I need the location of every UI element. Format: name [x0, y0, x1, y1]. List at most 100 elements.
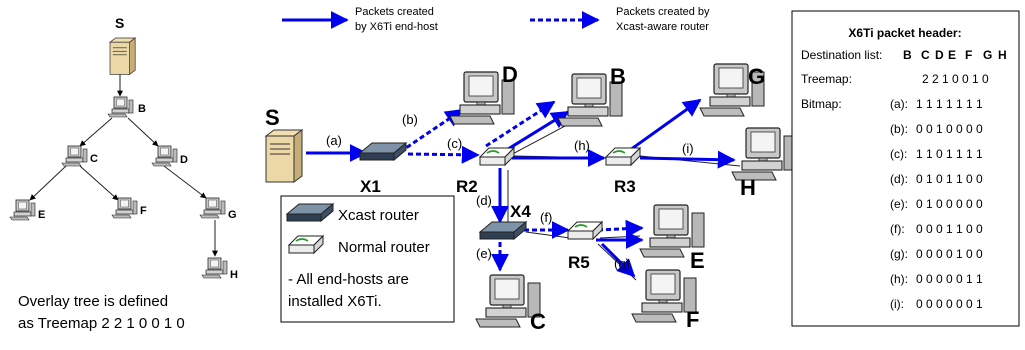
header-panel-box [791, 10, 1020, 327]
router-r5-icon [567, 221, 603, 240]
host-h-label: H [740, 175, 756, 200]
router-x1-icon [359, 142, 407, 161]
bitmap-label: Bitmap: [801, 97, 842, 111]
legend-note-line-1: - All end-hosts are [288, 271, 409, 288]
link-r2-b-dotted [485, 100, 556, 148]
tree-node-s-label: S [115, 15, 124, 31]
router-r3-icon [605, 147, 641, 166]
bitmap-row-label: (g): [890, 247, 908, 261]
bitmap-row-label: (d): [890, 172, 908, 186]
tree-node-e-label: E [38, 209, 45, 221]
host-h-pc-icon [731, 127, 797, 181]
router-r2-icon [479, 147, 515, 166]
router-legend: Xcast router Normal router - All end-hos… [280, 195, 455, 323]
tree-node-f-label: F [140, 205, 147, 217]
tree-node-d-label: D [180, 154, 188, 166]
solid-legend-label-2: by X6Ti end-host [355, 21, 438, 33]
dest-list-label: Destination list: [801, 48, 882, 62]
link-label-i: (i) [682, 141, 694, 156]
bitmap-row-label: (f): [890, 222, 905, 236]
link-b [399, 108, 464, 154]
bitmap-row-bits: 0 0 0 0 0 0 1 [916, 297, 983, 311]
bitmap-row-label: (h): [890, 272, 908, 286]
bitmap-rows: (a): 1 1 1 1 1 1 1 (b): 0 0 1 0 0 0 0 (c… [890, 97, 983, 311]
link-c [407, 145, 480, 164]
tree-pc-b-icon [107, 96, 134, 118]
host-d-label: D [502, 62, 518, 87]
link-label-d: (d) [476, 193, 492, 208]
link-r3-g [629, 98, 702, 152]
link-r5-e-dotted [597, 219, 644, 238]
router-r2-label: R2 [456, 177, 478, 196]
tree-node-h-label: H [230, 269, 238, 281]
overlay-tree-nodes: S B C D E F G H Overlay tree is defined … [9, 15, 238, 332]
link-i [639, 150, 736, 169]
bitmap-row-label: (i): [890, 297, 904, 311]
tree-node-b-label: B [138, 103, 146, 115]
router-x4-icon [479, 221, 527, 240]
bitmap-row-bits: 1 1 0 1 1 1 1 [916, 147, 983, 161]
tree-node-c-label: C [90, 153, 98, 165]
link-label-c: (c) [447, 136, 462, 151]
dest-value: E [948, 48, 956, 62]
tree-pc-c-icon [61, 145, 88, 167]
link-label-h: (h) [574, 138, 590, 153]
legend-normal-router-label: Normal router [338, 239, 430, 256]
bitmap-row-label: (a): [890, 97, 908, 111]
dest-list-values: B C D E F G H [903, 48, 1007, 62]
dest-value: C [921, 48, 930, 62]
host-s-server-icon [265, 129, 303, 183]
router-r3-label: R3 [614, 177, 636, 196]
tree-caption-line-2: as Treemap 2 2 1 0 0 1 0 [18, 315, 185, 332]
bitmap-row-label: (e): [890, 197, 908, 211]
tree-pc-g-icon [199, 197, 226, 219]
tree-caption-line-1: Overlay tree is defined [18, 293, 168, 310]
header-panel-title: X6Ti packet header: [848, 26, 961, 40]
link-g [600, 242, 636, 278]
network-links [306, 98, 741, 281]
bitmap-row-bits: 0 0 0 0 0 1 1 [916, 272, 983, 286]
bitmap-row-bits: 0 1 0 1 1 0 0 [916, 172, 983, 186]
link-label-g: (g) [614, 256, 630, 271]
host-f-label: F [686, 307, 699, 332]
host-g-label: G [748, 64, 765, 89]
bitmap-row-bits: 1 1 1 1 1 1 1 [916, 97, 983, 111]
solid-legend-label-1: Packets created [355, 6, 434, 18]
packet-header-panel: X6Ti packet header: Destination list: B … [791, 10, 1020, 327]
host-s-label: S [265, 105, 280, 130]
link-r2-b-solid [499, 110, 570, 156]
bitmap-row-bits: 0 1 0 0 0 0 0 [916, 197, 983, 211]
packet-legend: Packets created by X6Ti end-host Packets… [282, 6, 710, 33]
legend-note-line-2: installed X6Ti. [288, 293, 382, 310]
router-r5-label: R5 [568, 253, 590, 272]
link-label-b: (b) [402, 112, 418, 127]
host-e-label: E [690, 248, 705, 273]
treemap-values: 2 2 1 0 0 1 0 [922, 72, 989, 86]
tree-server-icon [109, 37, 136, 75]
bitmap-row-label: (c): [890, 147, 907, 161]
tree-pc-e-icon [9, 199, 36, 221]
dotted-legend-label-1: Packets created by [616, 6, 710, 18]
router-x1-label: X1 [360, 177, 381, 196]
tree-pc-h-icon [201, 257, 228, 279]
router-x4-label: X4 [510, 202, 531, 221]
bitmap-row-bits: 0 0 1 0 0 0 0 [916, 122, 983, 136]
dotted-legend-label-2: Xcast-aware router [616, 21, 709, 33]
host-c-label: C [530, 309, 546, 334]
link-label-e: (e) [476, 246, 492, 261]
legend-xcast-router-label: Xcast router [338, 207, 419, 224]
host-b-label: B [610, 64, 626, 89]
link-labels: (a) (b) (c) (d) (e) (f) (g) (h) (i) [326, 112, 694, 271]
link-label-a: (a) [326, 133, 342, 148]
bitmap-row-bits: 0 0 0 0 1 0 0 [916, 247, 983, 261]
link-label-f: (f) [540, 210, 552, 225]
dest-value: G [983, 48, 992, 62]
tree-node-g-label: G [228, 209, 237, 221]
network-nodes: S X1 D B R2 G R3 H X4 R5 E F C [265, 62, 797, 334]
dest-value: B [903, 48, 912, 62]
treemap-label: Treemap: [801, 72, 852, 86]
dest-value: D [935, 48, 944, 62]
tree-pc-f-icon [111, 197, 138, 219]
dest-value: H [998, 48, 1007, 62]
